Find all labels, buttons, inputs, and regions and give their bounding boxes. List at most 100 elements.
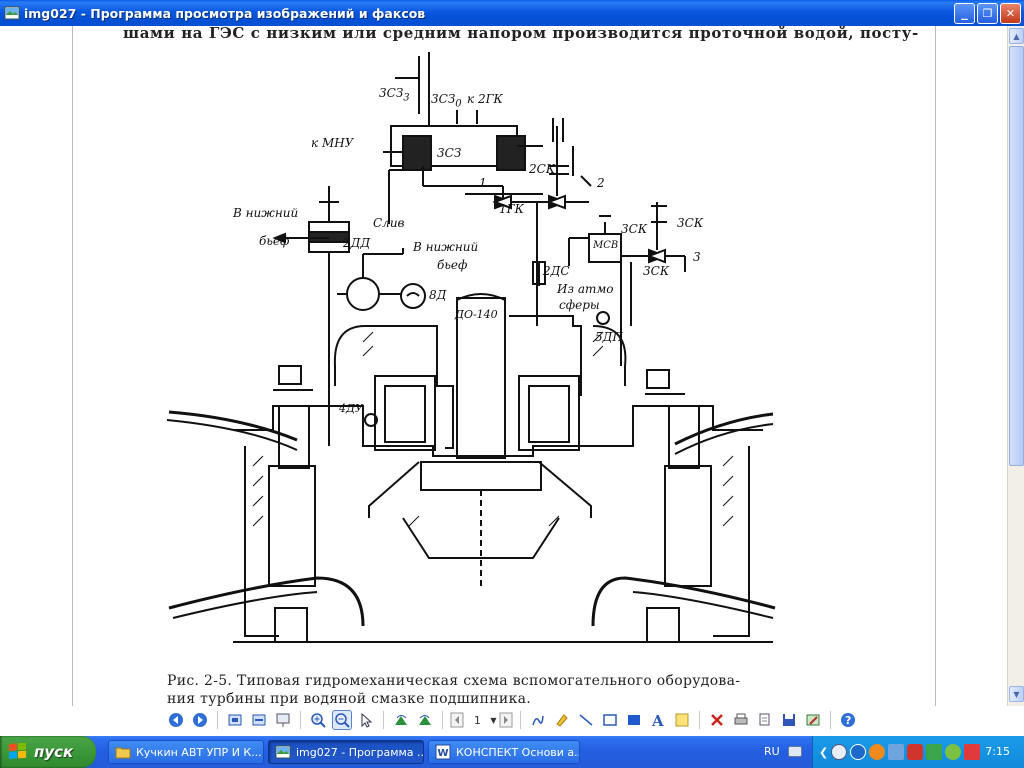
label-3sz3: 3СЗ3 [379, 86, 410, 104]
taskbar-item-label: КОНСПЕКТ Основи а... [456, 745, 580, 759]
tray-collapse-icon[interactable]: ❮ [819, 745, 829, 759]
note-tool-button[interactable] [672, 710, 692, 730]
note-icon [675, 713, 689, 727]
label-1: 1 [479, 176, 487, 190]
next-image-button[interactable] [190, 710, 210, 730]
filled-rectangle-icon [627, 715, 640, 725]
image-viewer-app-icon [4, 6, 20, 20]
label-sfery: сферы [559, 298, 600, 312]
highlighter-button[interactable] [552, 710, 572, 730]
close-button[interactable]: ✕ [1000, 3, 1021, 24]
start-label: пуск [34, 743, 74, 761]
highlighter-icon [555, 714, 568, 727]
label-4du: 4ДУ [339, 402, 363, 415]
rectangle-tool-button[interactable] [600, 710, 620, 730]
image-viewport[interactable]: шами на ГЭС с низким или средним напором… [0, 26, 1024, 706]
label-msv: МСВ [593, 240, 619, 251]
print-button[interactable] [731, 710, 751, 730]
label-1gk: 1ГК [499, 202, 524, 216]
label-bief-2: бьеф [437, 258, 468, 272]
page-text-top: шами на ГЭС с низким или средним напором… [123, 26, 919, 42]
scroll-down-button[interactable]: ▼ [1009, 686, 1024, 702]
edit-image-button[interactable] [803, 710, 823, 730]
save-button[interactable] [779, 710, 799, 730]
label-2dd: 2ДД [343, 236, 371, 250]
taskbar-item-label: img027 - Программа ... [296, 745, 424, 759]
page-dropdown-icon[interactable]: ▼ [490, 715, 497, 725]
document-page: шами на ГЭС с низким или средним напором… [72, 26, 936, 706]
slideshow-icon [276, 713, 290, 727]
scroll-down-icon: ▼ [1013, 689, 1020, 699]
label-3sz: 3СЗ [437, 146, 462, 160]
copy-to-button[interactable] [755, 710, 775, 730]
language-indicator[interactable]: RU [764, 745, 780, 758]
zoom-in-button[interactable] [308, 710, 328, 730]
label-2sk: 2СК [529, 162, 556, 176]
delete-icon [710, 714, 723, 726]
label-2: 2 [597, 176, 605, 190]
save-icon [782, 714, 795, 726]
text-tool-button[interactable]: A [648, 710, 668, 730]
previous-image-button[interactable] [166, 710, 186, 730]
minimize-icon: _ [961, 6, 968, 21]
zoom-out-button[interactable] [332, 710, 353, 730]
figure-caption: Рис. 2-5. Типовая гидромеханическая схем… [167, 672, 887, 706]
close-icon: ✕ [1005, 7, 1016, 20]
pointer-button[interactable] [356, 710, 376, 730]
label-8d: 8Д [429, 288, 447, 302]
scroll-up-button[interactable]: ▲ [1009, 28, 1024, 44]
window-title: img027 - Программа просмотра изображений… [24, 5, 426, 21]
next-image-icon [193, 713, 208, 727]
page-number: 1 [473, 713, 481, 727]
filled-rectangle-tool-button[interactable] [624, 710, 644, 730]
label-3: 3 [693, 250, 701, 264]
vertical-scrollbar[interactable]: ▲ ▼ [1007, 26, 1024, 706]
label-bief-1: бьеф [259, 234, 290, 248]
zoom-out-icon [335, 713, 351, 728]
caption-line-2: ния турбины при водяной смазке подшипник… [167, 691, 532, 706]
rotate-counterclockwise-button[interactable] [415, 710, 435, 730]
keyboard-icon[interactable] [788, 746, 802, 757]
actual-size-button[interactable] [249, 710, 269, 730]
next-page-icon [499, 712, 513, 728]
scroll-up-icon: ▲ [1013, 31, 1020, 41]
rotate-cw-icon [395, 715, 408, 725]
svg-text:W: W [438, 748, 449, 759]
page-selector[interactable]: 1 ▼ [450, 712, 513, 728]
folder-icon [115, 747, 131, 759]
tray-shield-icon[interactable] [907, 744, 924, 760]
zoom-in-icon [311, 713, 327, 728]
line-tool-button[interactable] [576, 710, 596, 730]
clock[interactable]: 7:15 [985, 745, 1010, 758]
taskbar-item-word[interactable]: W КОНСПЕКТ Основи а... [428, 740, 580, 764]
slideshow-button[interactable] [273, 710, 293, 730]
windows-logo-icon [9, 743, 26, 759]
viewer-toolbar: 1 ▼ A ? [0, 706, 1024, 734]
taskbar: пуск Кучкин АВТ УПР И К... img027 - Прог… [0, 736, 1024, 768]
tray-green-app-icon[interactable] [926, 744, 943, 760]
tray-messenger-icon[interactable] [945, 744, 962, 760]
tray-orange-app-icon[interactable] [869, 744, 886, 760]
tray-volume-icon[interactable] [850, 744, 867, 760]
taskbar-item-image-viewer[interactable]: img027 - Программа ... [268, 740, 424, 764]
rotate-clockwise-button[interactable] [391, 710, 411, 730]
label-sliv: Слив [373, 216, 405, 230]
tray-download-icon[interactable] [831, 744, 848, 760]
title-bar[interactable]: img027 - Программа просмотра изображений… [0, 0, 1024, 26]
label-2ds: 2ДС [543, 264, 570, 278]
help-button[interactable]: ? [838, 710, 858, 730]
maximize-icon: ❐ [982, 7, 993, 20]
freehand-tool-button[interactable] [528, 710, 548, 730]
best-fit-button[interactable] [225, 710, 245, 730]
delete-button[interactable] [707, 710, 727, 730]
maximize-button[interactable]: ❐ [977, 3, 998, 24]
scrollbar-thumb[interactable] [1009, 46, 1024, 466]
label-vnizh-2: В нижний [413, 240, 479, 254]
tray-network-icon[interactable] [888, 744, 905, 760]
tray-security-icon[interactable] [964, 744, 981, 760]
minimize-button[interactable]: _ [954, 3, 975, 24]
taskbar-item-folder[interactable]: Кучкин АВТ УПР И К... [108, 740, 264, 764]
previous-page-icon [450, 712, 464, 728]
start-button[interactable]: пуск [0, 736, 96, 768]
label-3sk3: 3СК [677, 216, 704, 230]
